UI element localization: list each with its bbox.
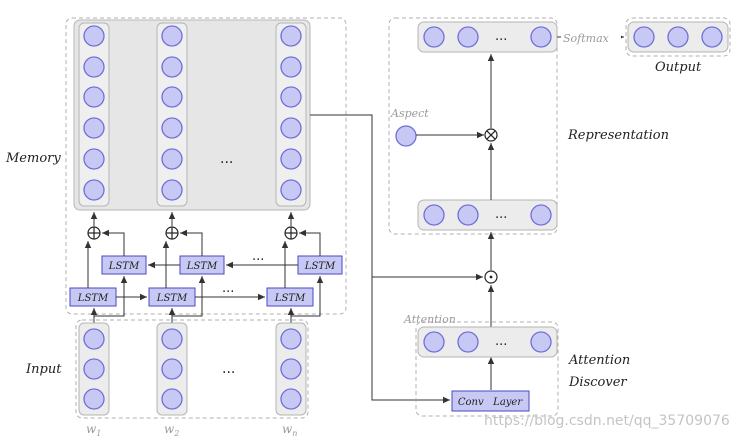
lstm-label: LSTM [77,293,109,304]
output-region [625,17,731,57]
memory-node [280,117,302,139]
input-region [75,319,309,419]
memory-node [83,56,105,78]
rep-top-ellipsis: ... [495,29,507,44]
attention-node [530,331,552,353]
conv-layer-box [451,390,530,412]
rep-node [457,204,479,226]
output-label: Output [655,60,702,75]
memory-nodes [83,25,302,201]
representation-region [388,17,558,235]
attention-nodes [423,331,552,353]
rep-node [423,26,445,48]
input-node [280,358,302,380]
attention-discover-label: Attention [568,353,630,368]
watermark-text: https://blog.csdn.net/qq_35709076 [484,413,730,429]
input-label: Input [25,362,62,377]
input-node [161,358,183,380]
memory-ellipsis: ... [220,151,233,167]
memory-column-n [275,22,307,207]
output-nodes [633,26,723,48]
memory-node [161,179,183,201]
rep-mid-ellipsis: ... [495,207,507,222]
softmax-label-bg [561,30,621,44]
attention-label: Attention [403,313,456,326]
oplus-nodes [87,226,298,240]
memory-node [83,117,105,139]
attention-discover-label-2: Discover [568,375,627,390]
aspect-node [395,125,417,147]
memory-node [280,56,302,78]
word-label-wn: wn [282,422,297,438]
attention-ellipsis: ... [495,334,507,349]
oplus-icon [165,226,179,240]
lstm-label: LSTM [186,261,218,272]
attention-region [415,321,559,417]
weighted-representation-row [417,199,558,231]
memory-node [161,25,183,47]
lstm-label: LSTM [304,261,336,272]
word-label-w1: w1 [86,422,101,438]
word-label-w2: w2 [164,422,179,438]
lstm-connectors [84,229,324,323]
backward-lstm-row: LSTM LSTM LSTM ... [101,249,343,275]
lstm-forward-cell [266,287,314,307]
input-node [161,328,183,350]
lstm-label: LSTM [156,293,188,304]
memory-column-2 [156,22,188,207]
rep-node [457,26,479,48]
memory-node [83,148,105,170]
final-representation-nodes [423,26,552,48]
rep-node [423,204,445,226]
memory-node [83,179,105,201]
input-node [83,388,105,410]
memory-node [83,86,105,108]
conv-layer-label: Conv Layer [458,397,523,408]
memory-column-1 [78,22,110,207]
backward-ellipsis: ... [252,249,264,264]
forward-ellipsis: ... [222,281,234,296]
input-node [280,328,302,350]
forward-lstm-row: LSTM LSTM LSTM ... [69,281,314,307]
lstm-label: LSTM [274,293,306,304]
input-ellipsis: ... [222,361,235,377]
output-node [667,26,689,48]
memory-node [161,148,183,170]
memory-node [83,25,105,47]
memory-flow-lines [310,114,483,404]
input-node [83,328,105,350]
oplus-icon [87,226,101,240]
lstm-label: LSTM [108,261,140,272]
memory-lstm-region [65,17,347,315]
memory-node [161,86,183,108]
input-node [280,388,302,410]
odot-icon [484,270,498,284]
attention-node [457,331,479,353]
rep-node [530,26,552,48]
oplus-to-memory-arrows [90,212,295,226]
memory-node [161,117,183,139]
input-node [161,388,183,410]
memory-node [280,148,302,170]
input-nodes [83,328,302,410]
memory-node [280,86,302,108]
attention-node [423,331,445,353]
output-node [701,26,723,48]
memory-node [280,25,302,47]
attention-weights-row [417,326,558,358]
aspect-label: Aspect [390,107,429,120]
rep-node [530,204,552,226]
weighted-representation-nodes [423,204,552,226]
otimes-icon [484,128,498,142]
memory-node [161,56,183,78]
oplus-icon [284,226,298,240]
softmax-label: Softmax [563,32,610,45]
memory-node [280,179,302,201]
output-node [633,26,655,48]
memory-label: Memory [5,151,61,166]
input-node [83,358,105,380]
representation-label: Representation [567,128,669,143]
